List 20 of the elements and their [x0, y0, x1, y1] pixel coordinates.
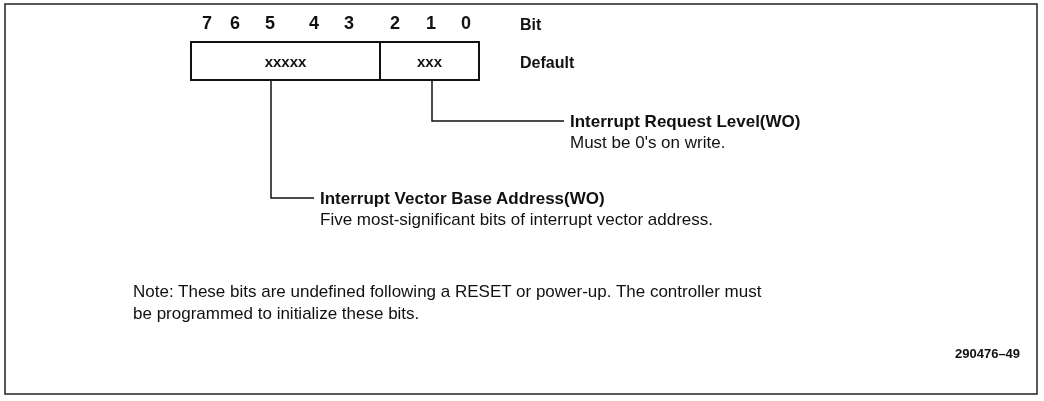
bit-number: 1: [426, 12, 436, 34]
register-field: xxx: [379, 41, 480, 81]
leader-line: [431, 80, 565, 122]
bit-number: 5: [265, 12, 275, 34]
bit-number: 0: [461, 12, 471, 34]
note: Note: These bits are undefined following a RESET or power-up. The controller must be programmed to initialize these bits.: [133, 281, 763, 325]
field-description: Must be 0's on write.: [570, 132, 727, 153]
bit-number: 3: [344, 12, 354, 34]
figure-id: 290476–49: [955, 345, 1021, 363]
row-label: Default: [520, 53, 575, 73]
bit-number: 2: [390, 12, 400, 34]
bit-number: 7: [202, 12, 212, 34]
row-label: Bit: [520, 15, 542, 35]
register-field: xxxxx: [190, 41, 381, 81]
bit-number: 6: [230, 12, 240, 34]
bit-number: 4: [309, 12, 319, 34]
field-name: Interrupt Request Level(WO): [570, 111, 802, 132]
field-name: Interrupt Vector Base Address(WO): [320, 188, 606, 209]
field-description: Five most-significant bits of interrupt vector address.: [320, 209, 715, 230]
leader-line: [270, 80, 315, 199]
